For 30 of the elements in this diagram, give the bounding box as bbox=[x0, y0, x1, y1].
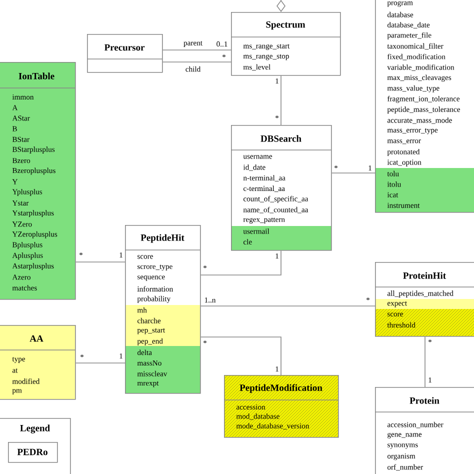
node-label: PEDRo bbox=[17, 448, 48, 456]
class-name: AA bbox=[30, 335, 44, 342]
class-name: Precursor bbox=[104, 44, 145, 51]
class-box bbox=[0, 62, 76, 300]
association-line bbox=[280, 75, 282, 126]
legend-entry bbox=[8, 442, 58, 463]
class-name: Protein bbox=[410, 397, 440, 404]
class-box bbox=[86, 34, 163, 73]
class-box bbox=[230, 12, 341, 76]
class-box bbox=[375, 0, 474, 213]
class-box bbox=[230, 125, 332, 251]
class-name: PeptideModification bbox=[240, 384, 322, 393]
association-line bbox=[75, 362, 126, 364]
class-box bbox=[374, 262, 474, 337]
legend-title: Legend bbox=[20, 424, 50, 434]
class-name: Spectrum bbox=[266, 21, 306, 30]
class-name: DBSearch bbox=[260, 135, 302, 142]
class-name: PeptideHit bbox=[140, 234, 184, 243]
class-name: ProteinHit bbox=[403, 272, 446, 279]
class-box bbox=[374, 387, 474, 474]
association-line bbox=[424, 336, 426, 388]
class-name: IonTable bbox=[18, 72, 54, 80]
association-line bbox=[331, 172, 376, 174]
legend-box bbox=[0, 418, 71, 474]
class-box bbox=[124, 225, 201, 394]
class-box bbox=[0, 325, 76, 400]
association-line bbox=[200, 250, 282, 276]
class-box bbox=[375, 299, 474, 336]
aggregation-line bbox=[276, 0, 286, 12]
association-line bbox=[200, 336, 282, 376]
